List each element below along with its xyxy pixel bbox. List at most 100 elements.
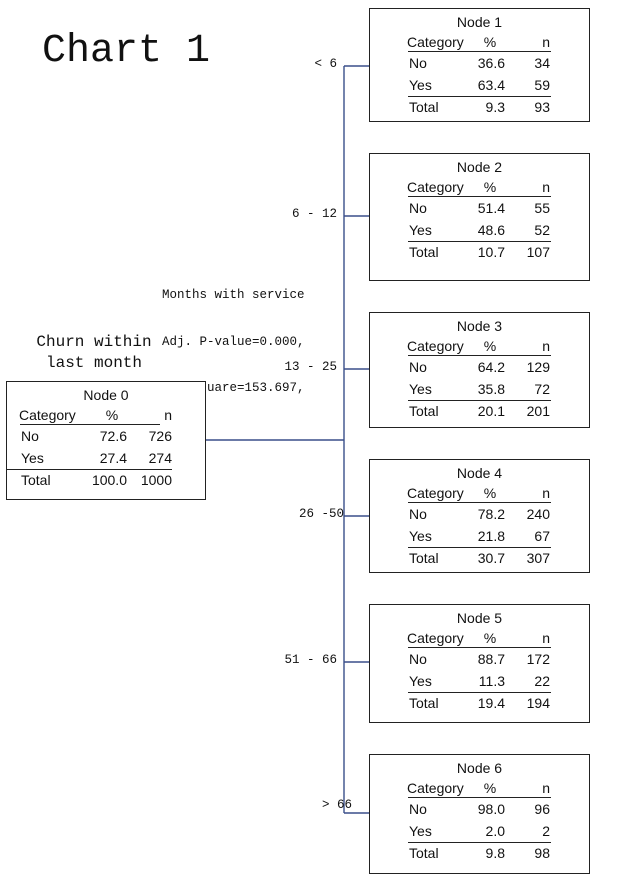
column-header-percent: %: [483, 630, 497, 646]
row-count: 107: [526, 244, 550, 260]
row-label: Total: [409, 403, 439, 419]
column-header-n: n: [542, 630, 550, 646]
row-label: Yes: [409, 528, 432, 544]
split-pvalue: Adj. P-value=0.000,: [162, 334, 305, 349]
row-label: Yes: [21, 450, 44, 466]
column-header-category: Category: [19, 407, 76, 423]
row-percent: 88.7: [477, 651, 505, 667]
column-header-category: Category: [407, 780, 464, 796]
column-header-category: Category: [407, 34, 464, 50]
column-header-category: Category: [407, 630, 464, 646]
row-label: Yes: [409, 823, 432, 839]
header-underline: [408, 797, 551, 798]
node-title: Node 1: [456, 14, 503, 30]
split-variable: Months with service: [162, 288, 305, 302]
row-count: 59: [534, 77, 550, 93]
row-count: 22: [534, 673, 550, 689]
row-label: Yes: [409, 673, 432, 689]
total-separator-line: [408, 96, 551, 97]
row-percent: 100.0: [91, 472, 127, 488]
row-count: 55: [534, 200, 550, 216]
node-title: Node 2: [456, 159, 503, 175]
row-percent: 78.2: [477, 506, 505, 522]
row-percent: 9.3: [485, 99, 505, 115]
row-count: 201: [526, 403, 550, 419]
column-header-percent: %: [105, 407, 119, 423]
column-header-n: n: [542, 34, 550, 50]
node-title: Node 6: [456, 760, 503, 776]
column-header-n: n: [542, 179, 550, 195]
target-label-line-1: Churn within: [36, 333, 152, 351]
total-separator-line: [408, 692, 551, 693]
column-header-n: n: [542, 485, 550, 501]
column-header-percent: %: [483, 179, 497, 195]
row-count: 129: [526, 359, 550, 375]
node-title: Node 3: [456, 318, 503, 334]
row-count: 240: [526, 506, 550, 522]
row-count: 96: [534, 801, 550, 817]
column-header-percent: %: [483, 34, 497, 50]
row-percent: 36.6: [477, 55, 505, 71]
branch-label-3: 13 - 25: [284, 360, 337, 374]
row-count: 2: [542, 823, 550, 839]
column-header-percent: %: [483, 338, 497, 354]
row-percent: 10.7: [477, 244, 505, 260]
row-percent: 2.0: [485, 823, 505, 839]
column-header-percent: %: [483, 485, 497, 501]
header-underline: [20, 424, 160, 425]
node-title: Node 0: [83, 387, 129, 403]
row-percent: 35.8: [477, 381, 505, 397]
chart-title: Chart 1: [42, 29, 211, 74]
header-underline: [408, 355, 551, 356]
row-count: 93: [534, 99, 550, 115]
row-percent: 11.3: [478, 673, 505, 689]
header-underline: [408, 196, 551, 197]
total-separator-line: [408, 842, 551, 843]
row-percent: 64.2: [477, 359, 505, 375]
row-label: No: [409, 359, 427, 375]
row-count: 726: [148, 428, 172, 444]
branch-label-4: 26 -50: [298, 507, 344, 521]
row-label: Total: [409, 695, 439, 711]
row-count: 72: [534, 381, 550, 397]
row-label: Yes: [409, 77, 432, 93]
row-label: Total: [409, 550, 439, 566]
row-count: 194: [526, 695, 550, 711]
header-underline: [408, 502, 551, 503]
total-separator-line: [408, 400, 551, 401]
row-percent: 9.8: [485, 845, 505, 861]
column-header-n: n: [542, 780, 550, 796]
row-percent: 27.4: [99, 450, 127, 466]
row-count: 172: [526, 651, 550, 667]
row-percent: 21.8: [477, 528, 505, 544]
branch-label-6: > 66: [321, 798, 352, 812]
column-header-percent: %: [483, 780, 497, 796]
total-separator-line: [408, 547, 551, 548]
row-label: Total: [409, 845, 439, 861]
row-count: 274: [148, 450, 172, 466]
row-label: No: [409, 200, 427, 216]
column-header-n: n: [164, 407, 172, 423]
row-label: No: [409, 55, 427, 71]
row-label: Total: [409, 99, 439, 115]
row-label: No: [21, 428, 39, 444]
node-title: Node 5: [456, 610, 503, 626]
target-variable-label: Churn within last month: [24, 332, 164, 374]
column-header-category: Category: [407, 338, 464, 354]
row-percent: 51.4: [477, 200, 505, 216]
branch-label-1: < 6: [314, 57, 337, 71]
row-count: 307: [526, 550, 550, 566]
row-label: No: [409, 506, 427, 522]
row-label: Yes: [409, 222, 432, 238]
row-count: 34: [534, 55, 550, 71]
header-underline: [408, 51, 551, 52]
row-count: 67: [534, 528, 550, 544]
column-header-category: Category: [407, 179, 464, 195]
